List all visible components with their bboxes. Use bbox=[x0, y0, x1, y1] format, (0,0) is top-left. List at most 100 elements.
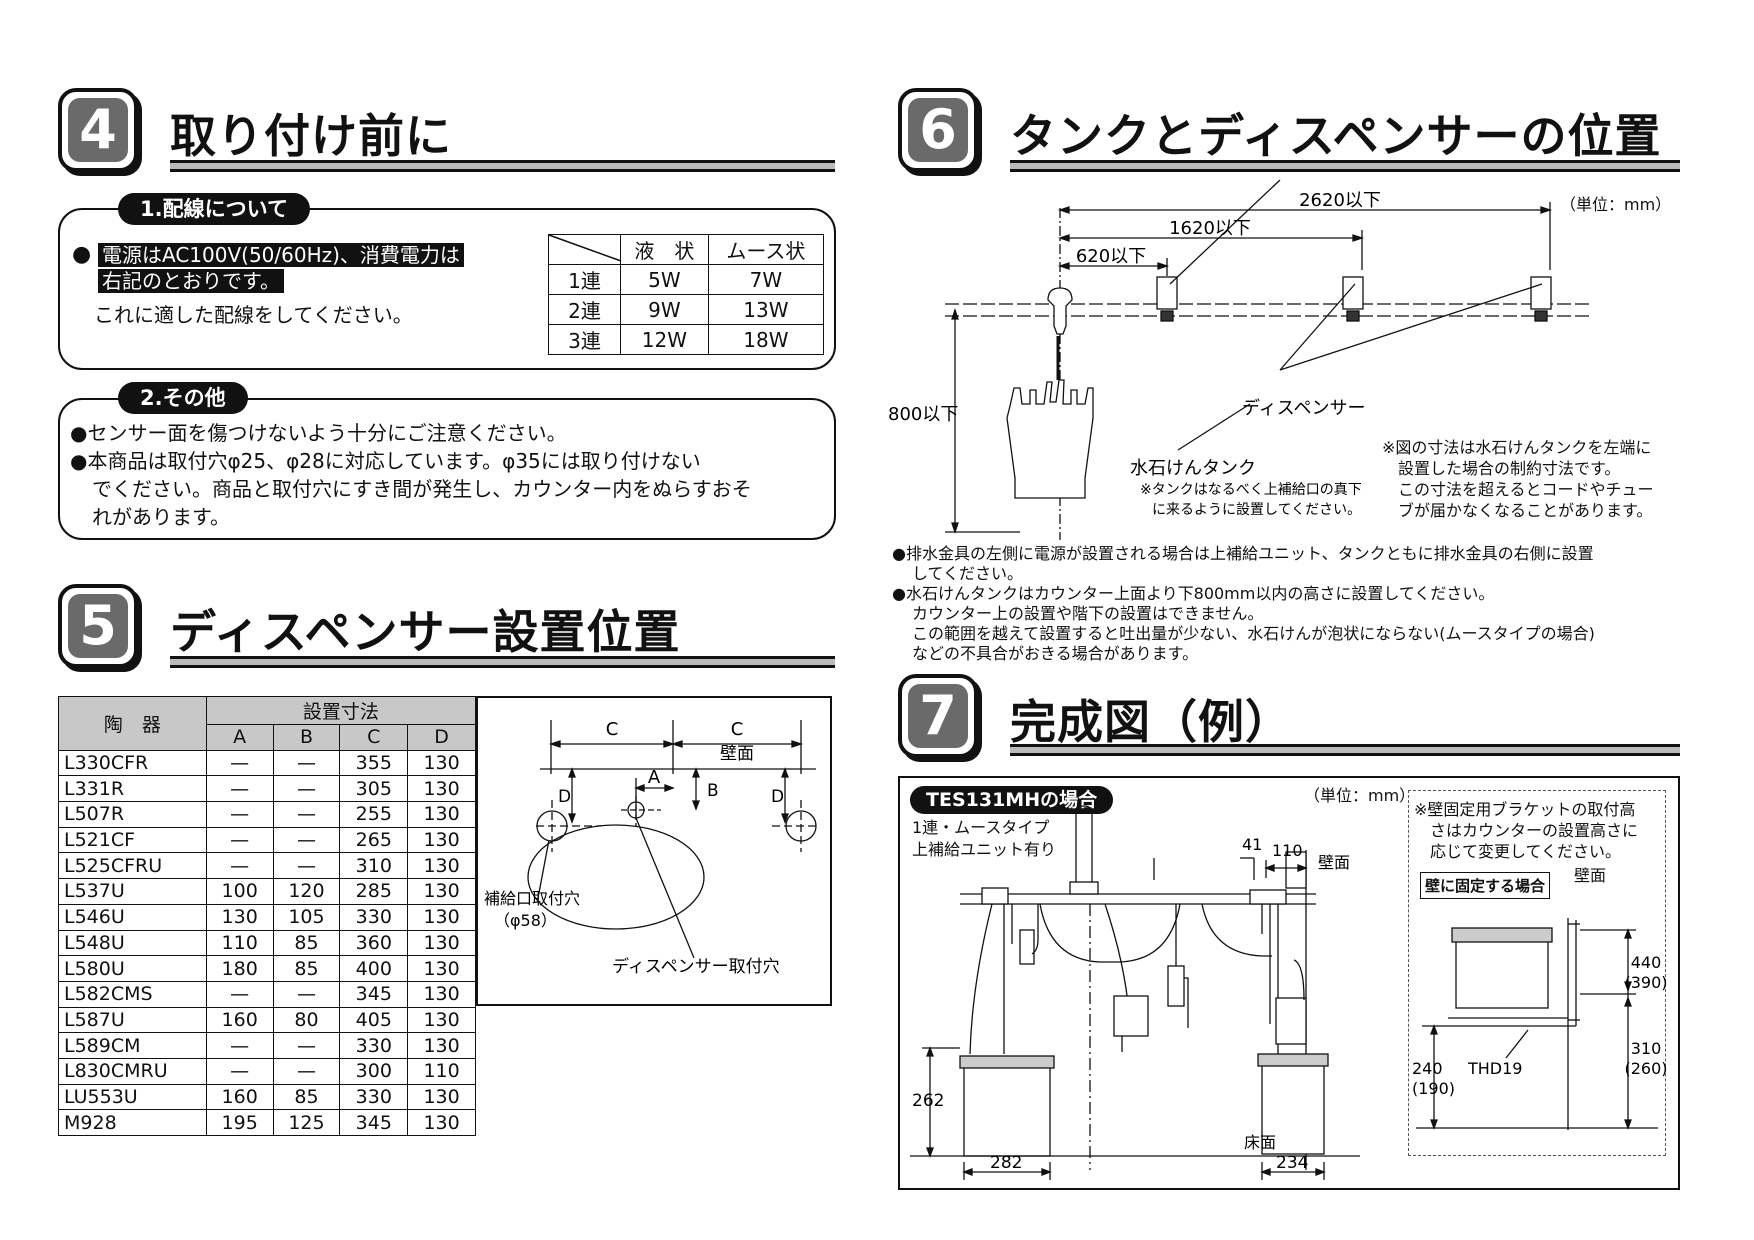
table-cell-d: 130 bbox=[407, 1006, 476, 1034]
section-6-note-4: ブが届かなくなることがあります。 bbox=[1398, 501, 1653, 520]
wiring-line-2: 右記のとおりです。 bbox=[98, 268, 284, 294]
table-cell-b: 85 bbox=[272, 1083, 341, 1111]
power-cell: 5W bbox=[620, 264, 709, 295]
other-line-2: ●本商品は取付穴φ25、φ28に対応しています。φ35には取り付けない bbox=[70, 449, 701, 473]
table-cell-b: 85 bbox=[272, 955, 341, 982]
table-cell-d: 130 bbox=[407, 1083, 476, 1111]
power-table: 液 状 ムース状 1連 5W 7W 2連 9W 13W 3連 12W 18W bbox=[548, 234, 825, 355]
sink-top-diagram: C C 壁面 A B D D 補給口取付穴 （φ58） ディスペンサー取付穴 bbox=[484, 719, 818, 977]
section-6-unit: （単位：mm） bbox=[1560, 195, 1672, 214]
dim-240: 240 bbox=[1412, 1059, 1443, 1078]
table-cell-b: — bbox=[272, 852, 341, 880]
bullet: ● bbox=[72, 242, 92, 267]
table-cell-product: L580U bbox=[58, 955, 207, 982]
dim-390: (390) bbox=[1624, 973, 1667, 992]
table-cell-b: — bbox=[272, 801, 341, 828]
table-cell-product: L830CMRU bbox=[58, 1057, 207, 1085]
power-row-label: 3連 bbox=[548, 324, 621, 355]
section-4-rule bbox=[170, 160, 835, 172]
table-col-b: B bbox=[272, 724, 341, 751]
table-cell-a: — bbox=[205, 980, 274, 1008]
tank-note-1: ※タンクはなるべく上補給口の真下 bbox=[1140, 482, 1362, 498]
section-5-number: 5 bbox=[68, 594, 128, 658]
table-cell-a: — bbox=[205, 749, 274, 777]
sink-top-diagram-box bbox=[476, 696, 832, 1006]
section-6-title: タンクとディスペンサーの位置 bbox=[1010, 109, 1662, 163]
installation-side-diagram: 41 110 壁面 262 282 床面 234 bbox=[910, 805, 1360, 1180]
other-label: 2.その他 bbox=[118, 382, 248, 414]
tank-note-2: に来るように設置してください。 bbox=[1152, 502, 1361, 518]
table-cell-a: 110 bbox=[205, 929, 274, 957]
section-7-badge: 7 bbox=[898, 674, 978, 758]
table-cell-b: 105 bbox=[272, 903, 341, 931]
dim-d-right: D bbox=[771, 787, 784, 807]
table-cell-d: 130 bbox=[407, 1032, 476, 1059]
power-row-label: 2連 bbox=[548, 294, 621, 325]
section-6-bullet-1b: してください。 bbox=[912, 564, 1024, 583]
table-cell-c: 300 bbox=[339, 1057, 409, 1085]
table-cell-c: 345 bbox=[339, 1109, 409, 1136]
section-6-bullet-1a: ●排水金具の左側に電源が設置される場合は上補給ユニット、タンクともに排水金具の右… bbox=[892, 544, 1594, 563]
other-line-3: でください。商品と取付穴にすき間が発生し、カウンター内をぬらすおそ bbox=[92, 477, 752, 501]
section-7-number: 7 bbox=[908, 684, 968, 748]
table-cell-d: 110 bbox=[407, 1057, 476, 1085]
floor-label: 床面 bbox=[1244, 1133, 1276, 1152]
table-cell-product: L589CM bbox=[58, 1032, 207, 1059]
dim-800: 800以下 bbox=[888, 404, 958, 425]
table-cell-c: 265 bbox=[339, 826, 409, 854]
power-table-corner bbox=[548, 234, 622, 265]
section-6-note-1: ※図の寸法は水石けんタンクを左端に bbox=[1382, 438, 1652, 457]
section-5-badge: 5 bbox=[58, 584, 138, 668]
bracket-note-2: さはカウンターの設置高さに bbox=[1430, 821, 1639, 840]
dim-440: 440 bbox=[1631, 953, 1662, 972]
other-line-4: れがあります。 bbox=[92, 505, 230, 529]
table-cell-product: L546U bbox=[58, 903, 207, 931]
supply-hole-label: 補給口取付穴 bbox=[484, 889, 580, 908]
completion-diagram-box bbox=[898, 776, 1680, 1190]
type-line-1: 1連・ムースタイプ bbox=[912, 818, 1050, 837]
dim-a: A bbox=[648, 767, 661, 788]
wiring-line-1: 電源はAC100V(50/60Hz)、消費電力は bbox=[98, 242, 464, 268]
table-cell-b: — bbox=[272, 749, 341, 777]
table-cell-c: 285 bbox=[339, 878, 409, 905]
supply-hole-size: （φ58） bbox=[494, 911, 557, 930]
table-cell-c: 400 bbox=[339, 955, 409, 982]
table-cell-product: L548U bbox=[58, 929, 207, 957]
power-cell: 7W bbox=[707, 264, 825, 295]
section-6-bullet-2a: ●水石けんタンクはカウンター上面より下800mm以内の高さに設置してください。 bbox=[892, 584, 1495, 603]
section-5-title: ディスペンサー設置位置 bbox=[170, 605, 681, 659]
wall-label-1: 壁面 bbox=[1318, 853, 1350, 872]
table-cell-product: L521CF bbox=[58, 826, 207, 854]
dim-282: 282 bbox=[990, 1153, 1022, 1173]
type-line-2: 上補給ユニット有り bbox=[912, 840, 1057, 859]
power-row-label: 1連 bbox=[548, 264, 621, 295]
dim-620: 620以下 bbox=[1076, 246, 1146, 267]
section-6-rule bbox=[1010, 160, 1680, 172]
table-cell-d: 130 bbox=[407, 852, 476, 880]
table-cell-c: 330 bbox=[339, 903, 409, 931]
power-cell: 13W bbox=[707, 294, 825, 325]
table-cell-a: — bbox=[205, 826, 274, 854]
table-cell-a: 195 bbox=[205, 1109, 274, 1136]
dim-260: (260) bbox=[1624, 1059, 1667, 1078]
section-6-badge: 6 bbox=[898, 88, 978, 172]
table-cell-d: 130 bbox=[407, 929, 476, 957]
wall-label-2: 壁面 bbox=[1574, 866, 1607, 885]
table-cell-b: — bbox=[272, 1032, 341, 1059]
power-cell: 18W bbox=[707, 324, 825, 355]
table-cell-d: 130 bbox=[407, 878, 476, 905]
table-cell-a: 160 bbox=[205, 1083, 274, 1111]
case-label: TES131MHの場合 bbox=[910, 786, 1114, 814]
table-col-d: D bbox=[407, 724, 476, 751]
dim-c-right: C bbox=[731, 719, 744, 740]
tank-label: 水石けんタンク bbox=[1130, 458, 1256, 479]
section-7-unit: （単位：mm） bbox=[1304, 786, 1416, 805]
